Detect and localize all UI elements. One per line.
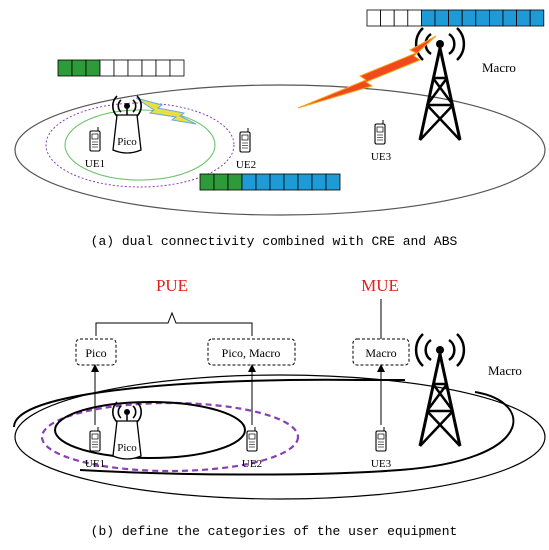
buffer-dual-cell	[227, 173, 243, 191]
buffer-pico-cell	[57, 59, 73, 77]
pico-label-a: Pico	[117, 136, 137, 148]
caption-b: (b) define the categories of the user eq…	[91, 524, 458, 539]
box-pico-macro	[207, 338, 296, 366]
buffer-macro-cell	[380, 9, 395, 27]
pico-station-icon-a	[112, 95, 142, 154]
buffer-pico-cell	[141, 59, 157, 77]
buffer-macro-cell	[461, 9, 477, 27]
pico-lightning-icon	[135, 97, 197, 125]
macro-coverage-ellipse-a	[14, 84, 546, 216]
box-macro-label: Macro	[365, 346, 396, 360]
panel-b: PUE MUE Pico Pico, Macro Macro	[13, 276, 546, 539]
buffer-macro-cell	[488, 9, 504, 27]
macro-label-b: Macro	[488, 363, 522, 378]
buffer-dual-cell	[297, 173, 313, 191]
buffer-macro-cell	[475, 9, 490, 27]
buffer-dual-cell	[283, 173, 299, 191]
pico-label-b: Pico	[117, 442, 137, 454]
buffer-dual-cell	[213, 173, 229, 191]
buffer-macro-cell	[393, 9, 409, 27]
buffer-dual-cell	[241, 173, 257, 191]
ue3-label-b: UE3	[371, 458, 392, 470]
buffer-macro-cell	[366, 9, 382, 27]
buffer-macro-cell	[529, 9, 545, 27]
buffer-pico-cell	[155, 59, 171, 77]
macro-lightning-icon	[297, 35, 437, 109]
buffer-pico-cell	[85, 59, 101, 77]
pue-label: PUE	[156, 276, 188, 295]
buffer-pico	[57, 59, 185, 77]
box-pico	[75, 338, 117, 366]
buffer-pico-cell	[127, 59, 143, 77]
ue2-label-a: UE2	[236, 159, 256, 171]
macro-tower-icon-b	[414, 333, 466, 447]
box-pico-macro-label: Pico, Macro	[222, 346, 281, 360]
caption-a: (a) dual connectivity combined with CRE …	[91, 234, 458, 249]
ue1-label-b: UE1	[85, 458, 105, 470]
ue2-phone-icon-a	[239, 127, 251, 153]
ue3-phone-icon-b	[375, 426, 387, 452]
buffer-macro-cell	[516, 9, 531, 27]
ue3-label-a: UE3	[371, 151, 392, 163]
mue-label: MUE	[361, 276, 399, 295]
pico-station-icon-b	[112, 401, 142, 460]
ue3-phone-icon-a	[374, 119, 386, 145]
buffer-dual-cell	[311, 173, 327, 191]
box-pico-label: Pico	[85, 346, 106, 360]
cre-ring-a	[45, 102, 235, 188]
ue1-phone-icon-a	[89, 126, 101, 152]
buffer-pico-cell	[169, 59, 185, 77]
macro-label-a: Macro	[482, 60, 516, 75]
buffer-pico-cell	[99, 59, 115, 77]
buffer-macro	[366, 9, 545, 27]
ue2-label-b: UE2	[242, 458, 262, 470]
buffer-macro-cell	[420, 9, 436, 27]
buffer-macro-cell	[448, 9, 463, 27]
buffer-pico-cell	[71, 59, 87, 77]
buffer-dual-cell	[325, 173, 341, 191]
buffer-macro-cell	[502, 9, 518, 27]
buffer-dual	[199, 173, 341, 191]
buffer-dual-cell	[255, 173, 271, 191]
ue1-phone-icon-b	[89, 426, 101, 452]
pue-brace	[95, 311, 253, 336]
buffer-macro-cell	[407, 9, 422, 27]
pico-coverage-b	[54, 401, 246, 459]
ue1-label-a: UE1	[85, 158, 105, 170]
buffer-macro-cell	[434, 9, 450, 27]
macro-ring-b	[13, 378, 515, 476]
panel-a: Macro Pico UE1 UE2 UE3 (a) dual connecti…	[14, 9, 546, 249]
macro-coverage-ellipse-b	[14, 374, 546, 500]
buffer-dual-cell	[269, 173, 285, 191]
buffer-pico-cell	[113, 59, 129, 77]
ue2-phone-icon-b	[246, 426, 258, 452]
buffer-dual-cell	[199, 173, 215, 191]
